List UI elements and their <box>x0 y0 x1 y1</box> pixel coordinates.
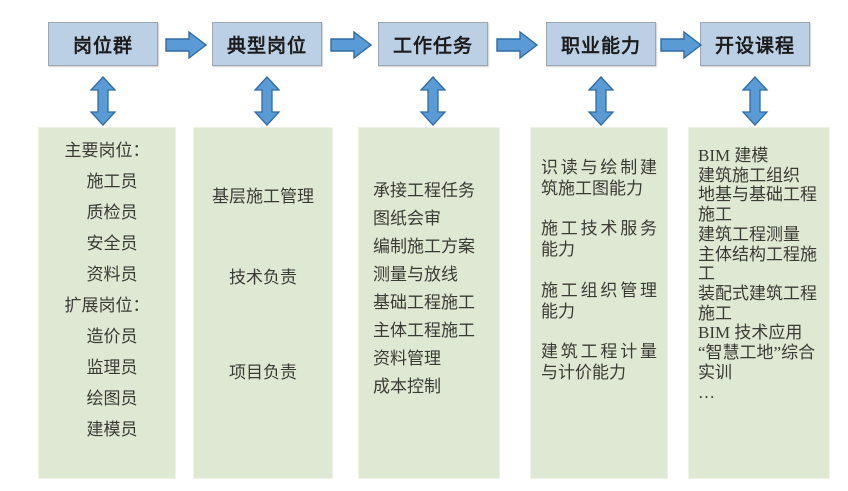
list-item: 基础工程施工 <box>373 293 475 312</box>
list-item: 建筑施工组织 <box>698 165 800 185</box>
list-item: 编制施工方案 <box>373 237 475 256</box>
right-arrow-icon <box>330 30 373 60</box>
right-arrow-icon <box>660 30 703 60</box>
list-item: 施工组织管理能力 <box>541 280 657 321</box>
list-item: 造价员 <box>86 327 138 346</box>
list-item: 主体工程施工 <box>373 321 475 340</box>
list-item: BIM 技术应用 <box>698 323 803 343</box>
panel-typical-posts: 基层施工管理 技术负责 项目负责 <box>193 127 333 479</box>
list-item: 承接工程任务 <box>373 181 475 200</box>
list-item: 主要岗位： <box>64 141 150 160</box>
list-item: 地基与基础工程施工 <box>698 185 817 225</box>
list-item: 建筑工程测量 <box>698 224 800 244</box>
list-item: 绘图员 <box>86 389 138 408</box>
list-item: 资料管理 <box>373 349 441 368</box>
panel-work-tasks: 承接工程任务 图纸会审 编制施工方案 测量与放线 基础工程施工 主体工程施工 资… <box>358 127 500 479</box>
list-item: 施工员 <box>86 172 138 191</box>
header-row: 岗位群 典型岗位 工作任务 职业能力 开设课程 <box>0 0 848 78</box>
list-item: 施工技术服务能力 <box>541 219 657 260</box>
list-item: 质检员 <box>86 203 138 222</box>
list-item: 主体结构工程施工 <box>698 244 817 284</box>
panel-abilities: 识读与绘制建筑施工图能力 施工技术服务能力 施工组织管理能力 建筑工程计量与计价… <box>530 127 668 479</box>
list-item: 资料员 <box>86 265 138 284</box>
list-item: 监理员 <box>86 358 138 377</box>
header-box-work-tasks[interactable]: 工作任务 <box>378 22 488 66</box>
right-arrow-icon <box>165 30 208 60</box>
updown-arrow-icon <box>586 76 616 126</box>
header-box-courses[interactable]: 开设课程 <box>700 22 810 66</box>
list-item: 基层施工管理 <box>212 187 314 206</box>
header-box-posts[interactable]: 岗位群 <box>48 22 158 66</box>
list-item: 成本控制 <box>373 377 441 396</box>
list-item: “智慧工地”综合实训 <box>698 343 816 382</box>
list-item: 装配式建筑工程施工 <box>698 284 817 323</box>
header-label: 岗位群 <box>72 35 133 57</box>
right-arrow-icon <box>496 30 539 60</box>
header-label: 职业能力 <box>560 35 641 57</box>
panel-courses: BIM 建模 建筑施工组织 地基与基础工程施工 建筑工程测量 主体结构工程施工 … <box>688 127 830 479</box>
header-label: 工作任务 <box>392 35 473 57</box>
updown-arrow-icon <box>418 76 448 126</box>
list-item: 测量与放线 <box>373 265 458 284</box>
list-item: 项目负责 <box>229 362 297 382</box>
list-item: 建筑工程计量与计价能力 <box>541 342 657 383</box>
list-item: BIM 建模 <box>698 146 769 165</box>
list-item: 扩展岗位： <box>64 296 150 315</box>
header-label: 典型岗位 <box>226 35 307 57</box>
list-item: 技术负责 <box>229 267 297 287</box>
panel-posts: 主要岗位： 施工员 质检员 安全员 资料员 扩展岗位： 造价员 监理员 绘图员 … <box>38 127 176 479</box>
list-item: … <box>698 382 715 402</box>
header-label: 开设课程 <box>714 35 795 57</box>
task-list: 承接工程任务 图纸会审 编制施工方案 测量与放线 基础工程施工 主体工程施工 资… <box>367 182 491 395</box>
list-item: 建模员 <box>86 420 138 439</box>
header-box-typical-posts[interactable]: 典型岗位 <box>212 22 322 66</box>
updown-arrow-icon <box>88 76 118 126</box>
header-box-abilities[interactable]: 职业能力 <box>546 22 656 66</box>
updown-arrow-icon <box>740 76 770 126</box>
list-item: 图纸会审 <box>373 209 441 228</box>
updown-arrow-icon <box>252 76 282 126</box>
list-item: 识读与绘制建筑施工图能力 <box>541 158 657 198</box>
list-item: 安全员 <box>86 234 138 253</box>
